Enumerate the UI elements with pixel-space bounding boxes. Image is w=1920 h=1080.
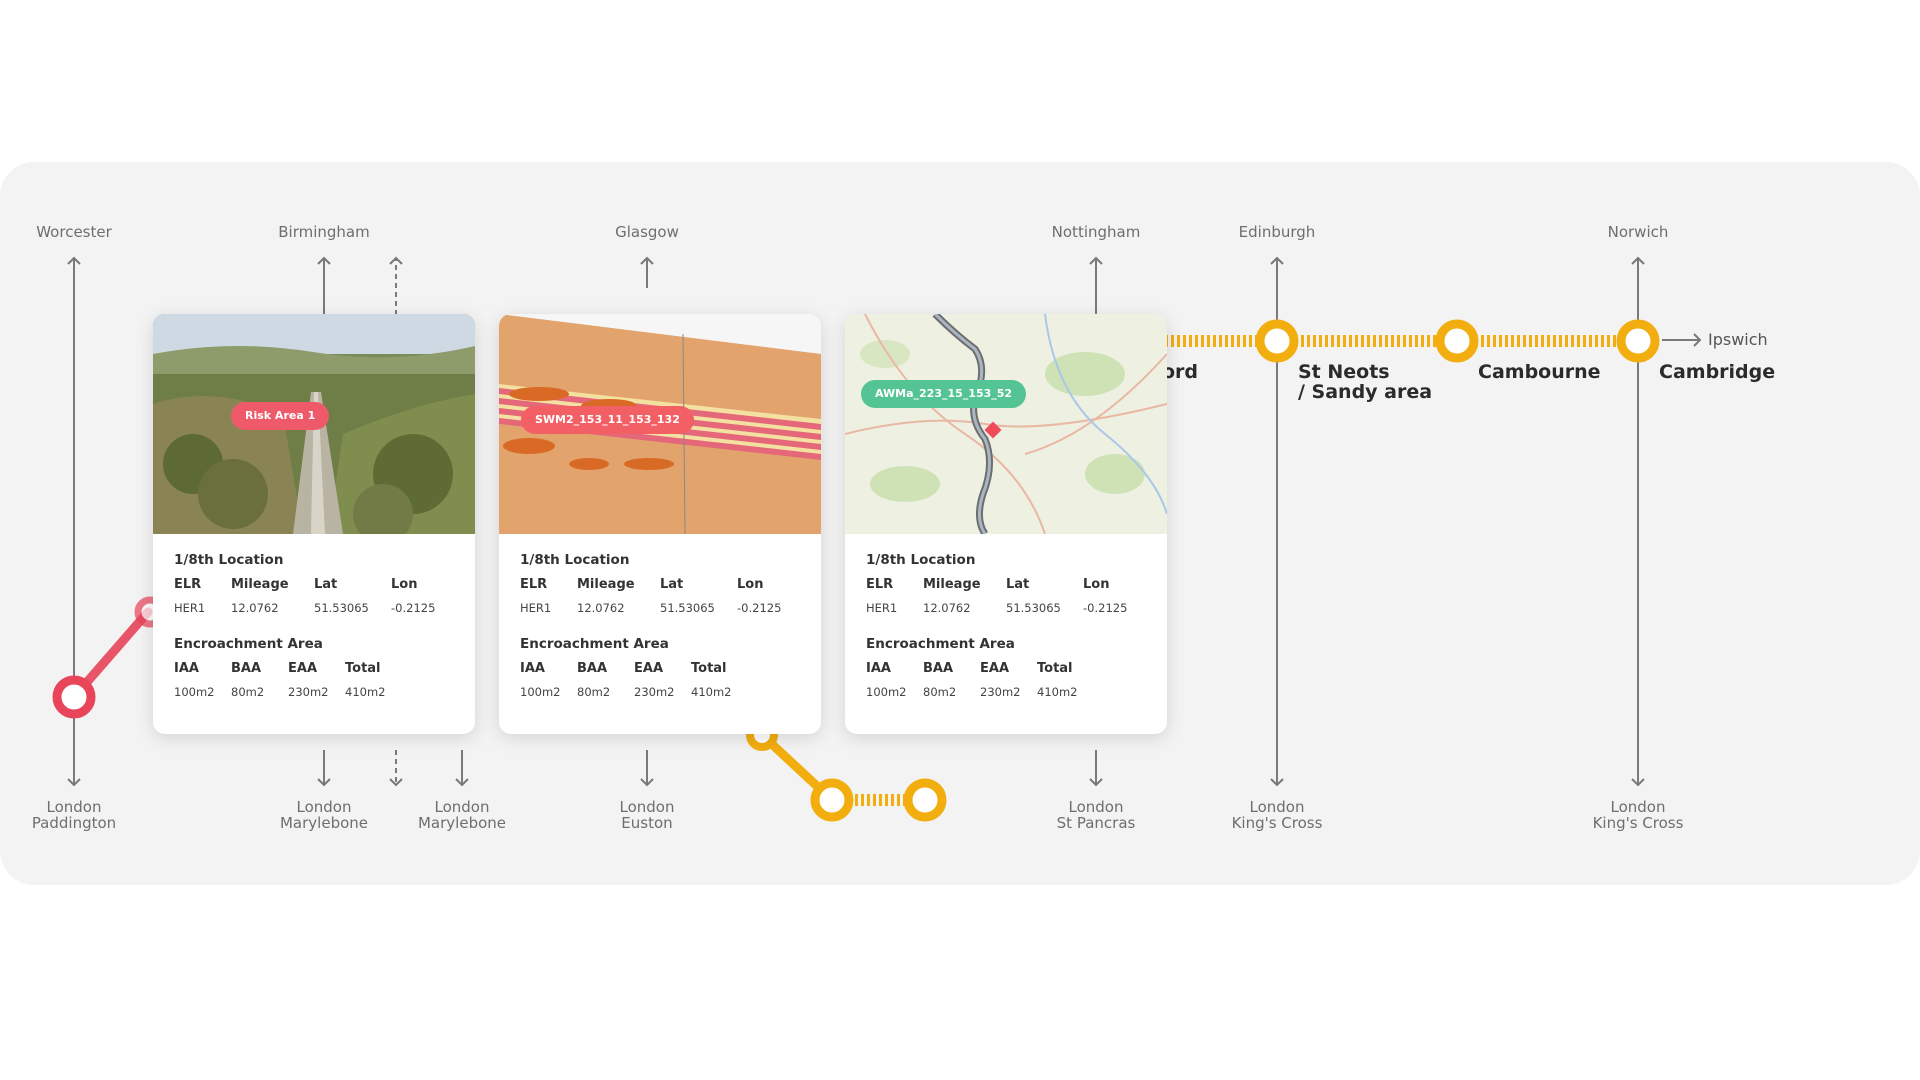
col-mileage: Mileage	[923, 576, 981, 592]
val-lon: -0.2125	[391, 601, 436, 615]
col-baa: BAA	[231, 660, 262, 676]
label-norwich: Norwich	[1607, 223, 1669, 241]
col-eaa: EAA	[980, 660, 1010, 676]
col-total: Total	[345, 660, 381, 676]
val-elr: HER1	[174, 601, 206, 615]
location-title: 1/8th Location	[520, 552, 630, 568]
val-baa: 80m2	[577, 685, 611, 699]
station-cambourne: Cambourne	[1478, 361, 1601, 383]
encroachment-title: Encroachment Area	[520, 636, 669, 652]
val-lat: 51.53065	[1006, 601, 1061, 615]
col-lon: Lon	[391, 576, 418, 592]
val-baa: 80m2	[231, 685, 265, 699]
val-mileage: 12.0762	[923, 601, 971, 615]
col-elr: ELR	[866, 576, 894, 592]
risk-card-1[interactable]: Risk Area 1 1/8th Location ELR Mileage L…	[153, 314, 475, 734]
station-bedford-partial: ord	[1162, 361, 1199, 383]
col-baa: BAA	[577, 660, 608, 676]
station-st-neots: St Neots/ Sandy area	[1298, 361, 1433, 403]
red-station-node	[52, 675, 96, 719]
val-mileage: 12.0762	[231, 601, 279, 615]
col-lat: Lat	[1006, 576, 1030, 592]
val-lon: -0.2125	[1083, 601, 1128, 615]
val-total: 410m2	[1037, 685, 1078, 699]
street-map-image	[845, 314, 1167, 534]
col-elr: ELR	[174, 576, 202, 592]
location-title: 1/8th Location	[866, 552, 976, 568]
val-elr: HER1	[866, 601, 898, 615]
val-eaa: 230m2	[288, 685, 329, 699]
col-lat: Lat	[314, 576, 338, 592]
station-cambridge: Cambridge	[1659, 361, 1776, 383]
val-iaa: 100m2	[520, 685, 561, 699]
cambridge-node	[1616, 319, 1660, 363]
col-mileage: Mileage	[231, 576, 289, 592]
location-tag[interactable]: AWMa_223_15_153_52	[861, 380, 1027, 408]
segment-tag[interactable]: SWM2_153_11_153_132	[521, 406, 694, 434]
label-nottingham: Nottingham	[1051, 223, 1141, 241]
val-elr: HER1	[520, 601, 552, 615]
val-eaa: 230m2	[634, 685, 675, 699]
col-mileage: Mileage	[577, 576, 635, 592]
col-lon: Lon	[1083, 576, 1110, 592]
aerial-photo	[153, 314, 475, 534]
col-iaa: IAA	[520, 660, 545, 676]
label-edinburgh: Edinburgh	[1238, 223, 1316, 241]
col-eaa: EAA	[288, 660, 318, 676]
risk-card-3[interactable]: AWMa_223_15_153_52 1/8th Location ELR Mi…	[845, 314, 1167, 734]
val-baa: 80m2	[923, 685, 957, 699]
risk-area-tag[interactable]: Risk Area 1	[231, 402, 330, 430]
yellow-node-bottom-2	[903, 778, 947, 822]
col-lon: Lon	[737, 576, 764, 592]
val-iaa: 100m2	[866, 685, 907, 699]
col-iaa: IAA	[174, 660, 199, 676]
col-elr: ELR	[520, 576, 548, 592]
cambourne-node	[1435, 319, 1479, 363]
col-eaa: EAA	[634, 660, 664, 676]
col-total: Total	[1037, 660, 1073, 676]
red-route	[52, 596, 166, 719]
encroachment-title: Encroachment Area	[866, 636, 1015, 652]
col-total: Total	[691, 660, 727, 676]
val-eaa: 230m2	[980, 685, 1021, 699]
label-worcester: Worcester	[36, 223, 112, 241]
val-lon: -0.2125	[737, 601, 782, 615]
val-total: 410m2	[691, 685, 732, 699]
val-iaa: 100m2	[174, 685, 215, 699]
col-iaa: IAA	[866, 660, 891, 676]
location-title: 1/8th Location	[174, 552, 284, 568]
col-baa: BAA	[923, 660, 954, 676]
yellow-node-bottom-1	[810, 778, 854, 822]
label-ipswich: Ipswich	[1708, 330, 1768, 349]
val-total: 410m2	[345, 685, 386, 699]
st-neots-node	[1255, 319, 1299, 363]
val-lat: 51.53065	[314, 601, 369, 615]
val-mileage: 12.0762	[577, 601, 625, 615]
val-lat: 51.53065	[660, 601, 715, 615]
label-glasgow: Glasgow	[615, 223, 679, 241]
col-lat: Lat	[660, 576, 684, 592]
label-birmingham: Birmingham	[278, 223, 370, 241]
encroachment-title: Encroachment Area	[174, 636, 323, 652]
risk-card-2[interactable]: SWM2_153_11_153_132 1/8th Location ELR M…	[499, 314, 821, 734]
